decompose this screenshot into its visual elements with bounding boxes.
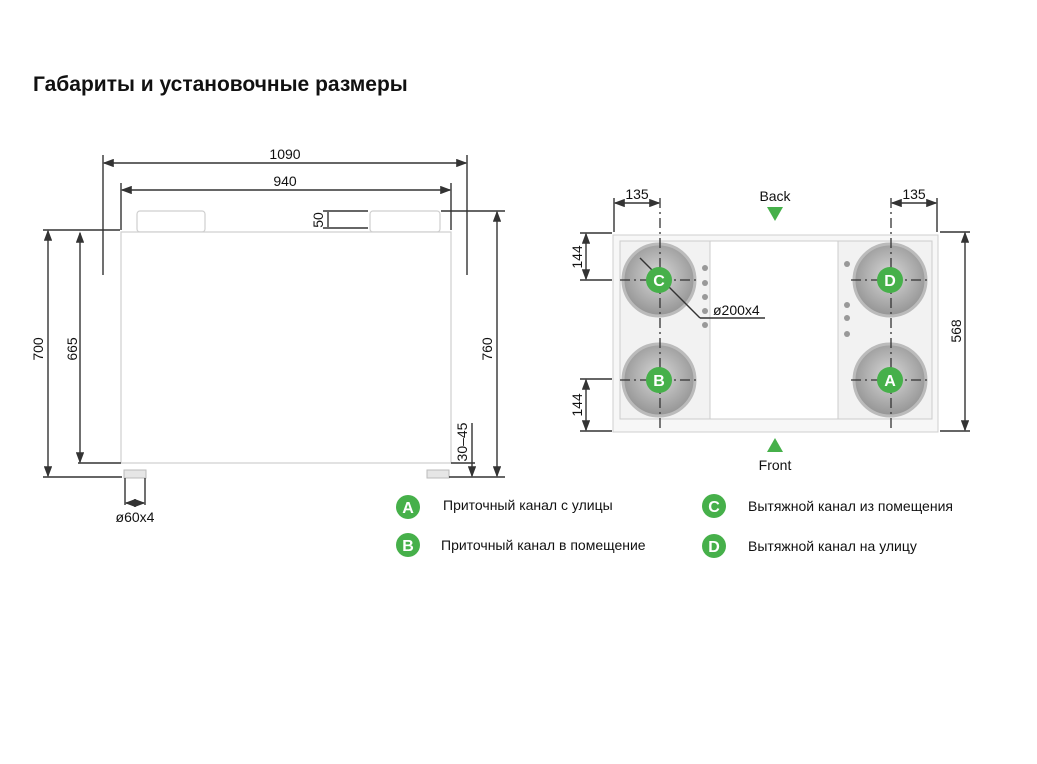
page-title: Габариты и установочные размеры: [33, 73, 408, 96]
unit-body: [120, 231, 452, 464]
duct-left: [136, 210, 206, 233]
front-label: Front: [759, 457, 792, 473]
dim-width-body: 940: [273, 173, 297, 189]
svg-text:B: B: [402, 538, 414, 555]
svg-text:Вытяжной канал на улицу: Вытяжной канал на улицу: [748, 538, 917, 554]
dim-duct-diameter: ø200x4: [713, 302, 760, 318]
duct-badge-d: D: [877, 267, 903, 293]
svg-text:Вытяжной канал из помещения: Вытяжной канал из помещения: [748, 498, 953, 514]
dim-width-total: 1090: [269, 146, 300, 162]
dim-height-with-ducts: 760: [479, 337, 495, 361]
foot-right: [426, 469, 450, 479]
duct-badge-c: C: [646, 267, 672, 293]
dim-feet: ø60x4: [116, 509, 155, 525]
front-arrow-icon: [767, 438, 783, 452]
svg-text:D: D: [884, 273, 896, 290]
top-view: 135 135 144 144 568 ø200x4 Back Front C …: [569, 186, 970, 473]
dim-height-total: 700: [30, 337, 46, 361]
svg-text:A: A: [402, 500, 414, 517]
dim-offset-bottom: 144: [569, 393, 585, 417]
duct-right: [369, 210, 441, 233]
legend-item-d: D Вытяжной канал на улицу: [702, 534, 917, 558]
dim-feet-height: 30–45: [454, 422, 470, 461]
dim-duct-height: 50: [310, 212, 326, 228]
svg-text:C: C: [708, 499, 720, 516]
legend-item-c: C Вытяжной канал из помещения: [702, 494, 953, 518]
legend: A Приточный канал с улицы B Приточный ка…: [396, 494, 953, 558]
svg-text:Приточный канал в помещение: Приточный канал в помещение: [441, 537, 646, 553]
duct-badge-a: A: [877, 367, 903, 393]
dim-depth: 568: [948, 319, 964, 343]
svg-text:A: A: [884, 373, 896, 390]
dim-offset-left: 135: [625, 186, 649, 202]
back-arrow-icon: [767, 207, 783, 221]
svg-text:B: B: [653, 373, 665, 390]
legend-item-b: B Приточный канал в помещение: [396, 533, 646, 557]
dim-offset-top: 144: [569, 245, 585, 269]
duct-badge-b: B: [646, 367, 672, 393]
back-label: Back: [759, 188, 791, 204]
side-view: 1090 940 50 760 700 665 30–45 ø60x4: [30, 146, 505, 525]
dim-offset-right: 135: [902, 186, 926, 202]
foot-left: [123, 469, 147, 479]
legend-item-a: A Приточный канал с улицы: [396, 495, 613, 519]
dim-height-body: 665: [64, 337, 80, 361]
svg-text:C: C: [653, 273, 665, 290]
svg-text:Приточный канал с улицы: Приточный канал с улицы: [443, 497, 613, 513]
svg-text:D: D: [708, 539, 720, 556]
